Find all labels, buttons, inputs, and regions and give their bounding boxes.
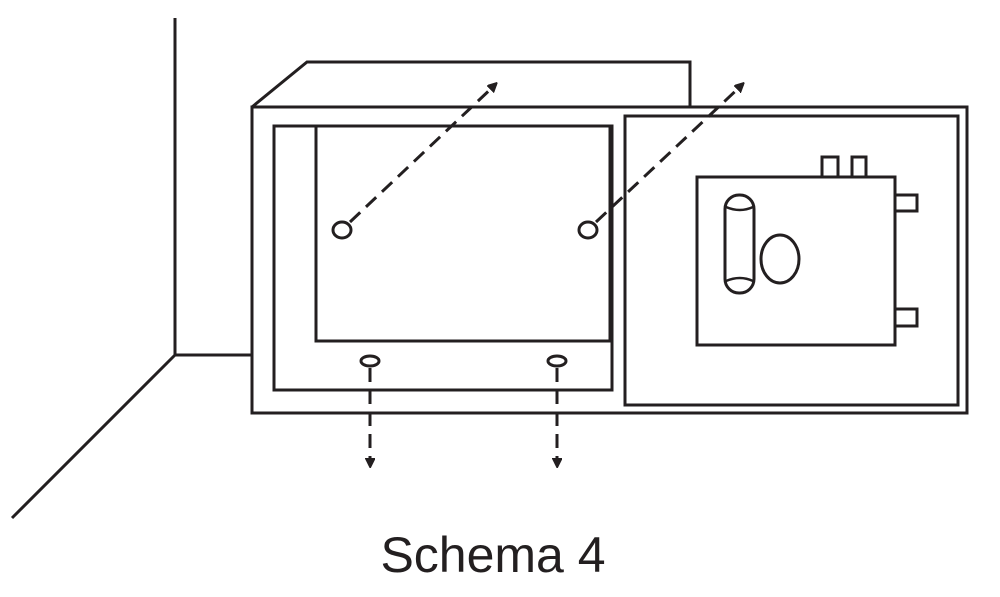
safe-compartment [272,124,614,392]
back-panel [314,124,612,343]
arrow-back-left [348,84,496,224]
lock-mechanism [695,155,919,347]
safe-body [250,60,969,415]
wall-corner [10,18,252,520]
keyhole-icon [759,233,801,285]
direction-arrows [348,84,743,466]
mounting-holes [331,220,599,368]
arrow-back-right [594,84,743,224]
lock-cylinder-icon [723,193,756,295]
diagram-caption: Schema 4 [380,527,605,583]
safe-door [623,114,960,407]
